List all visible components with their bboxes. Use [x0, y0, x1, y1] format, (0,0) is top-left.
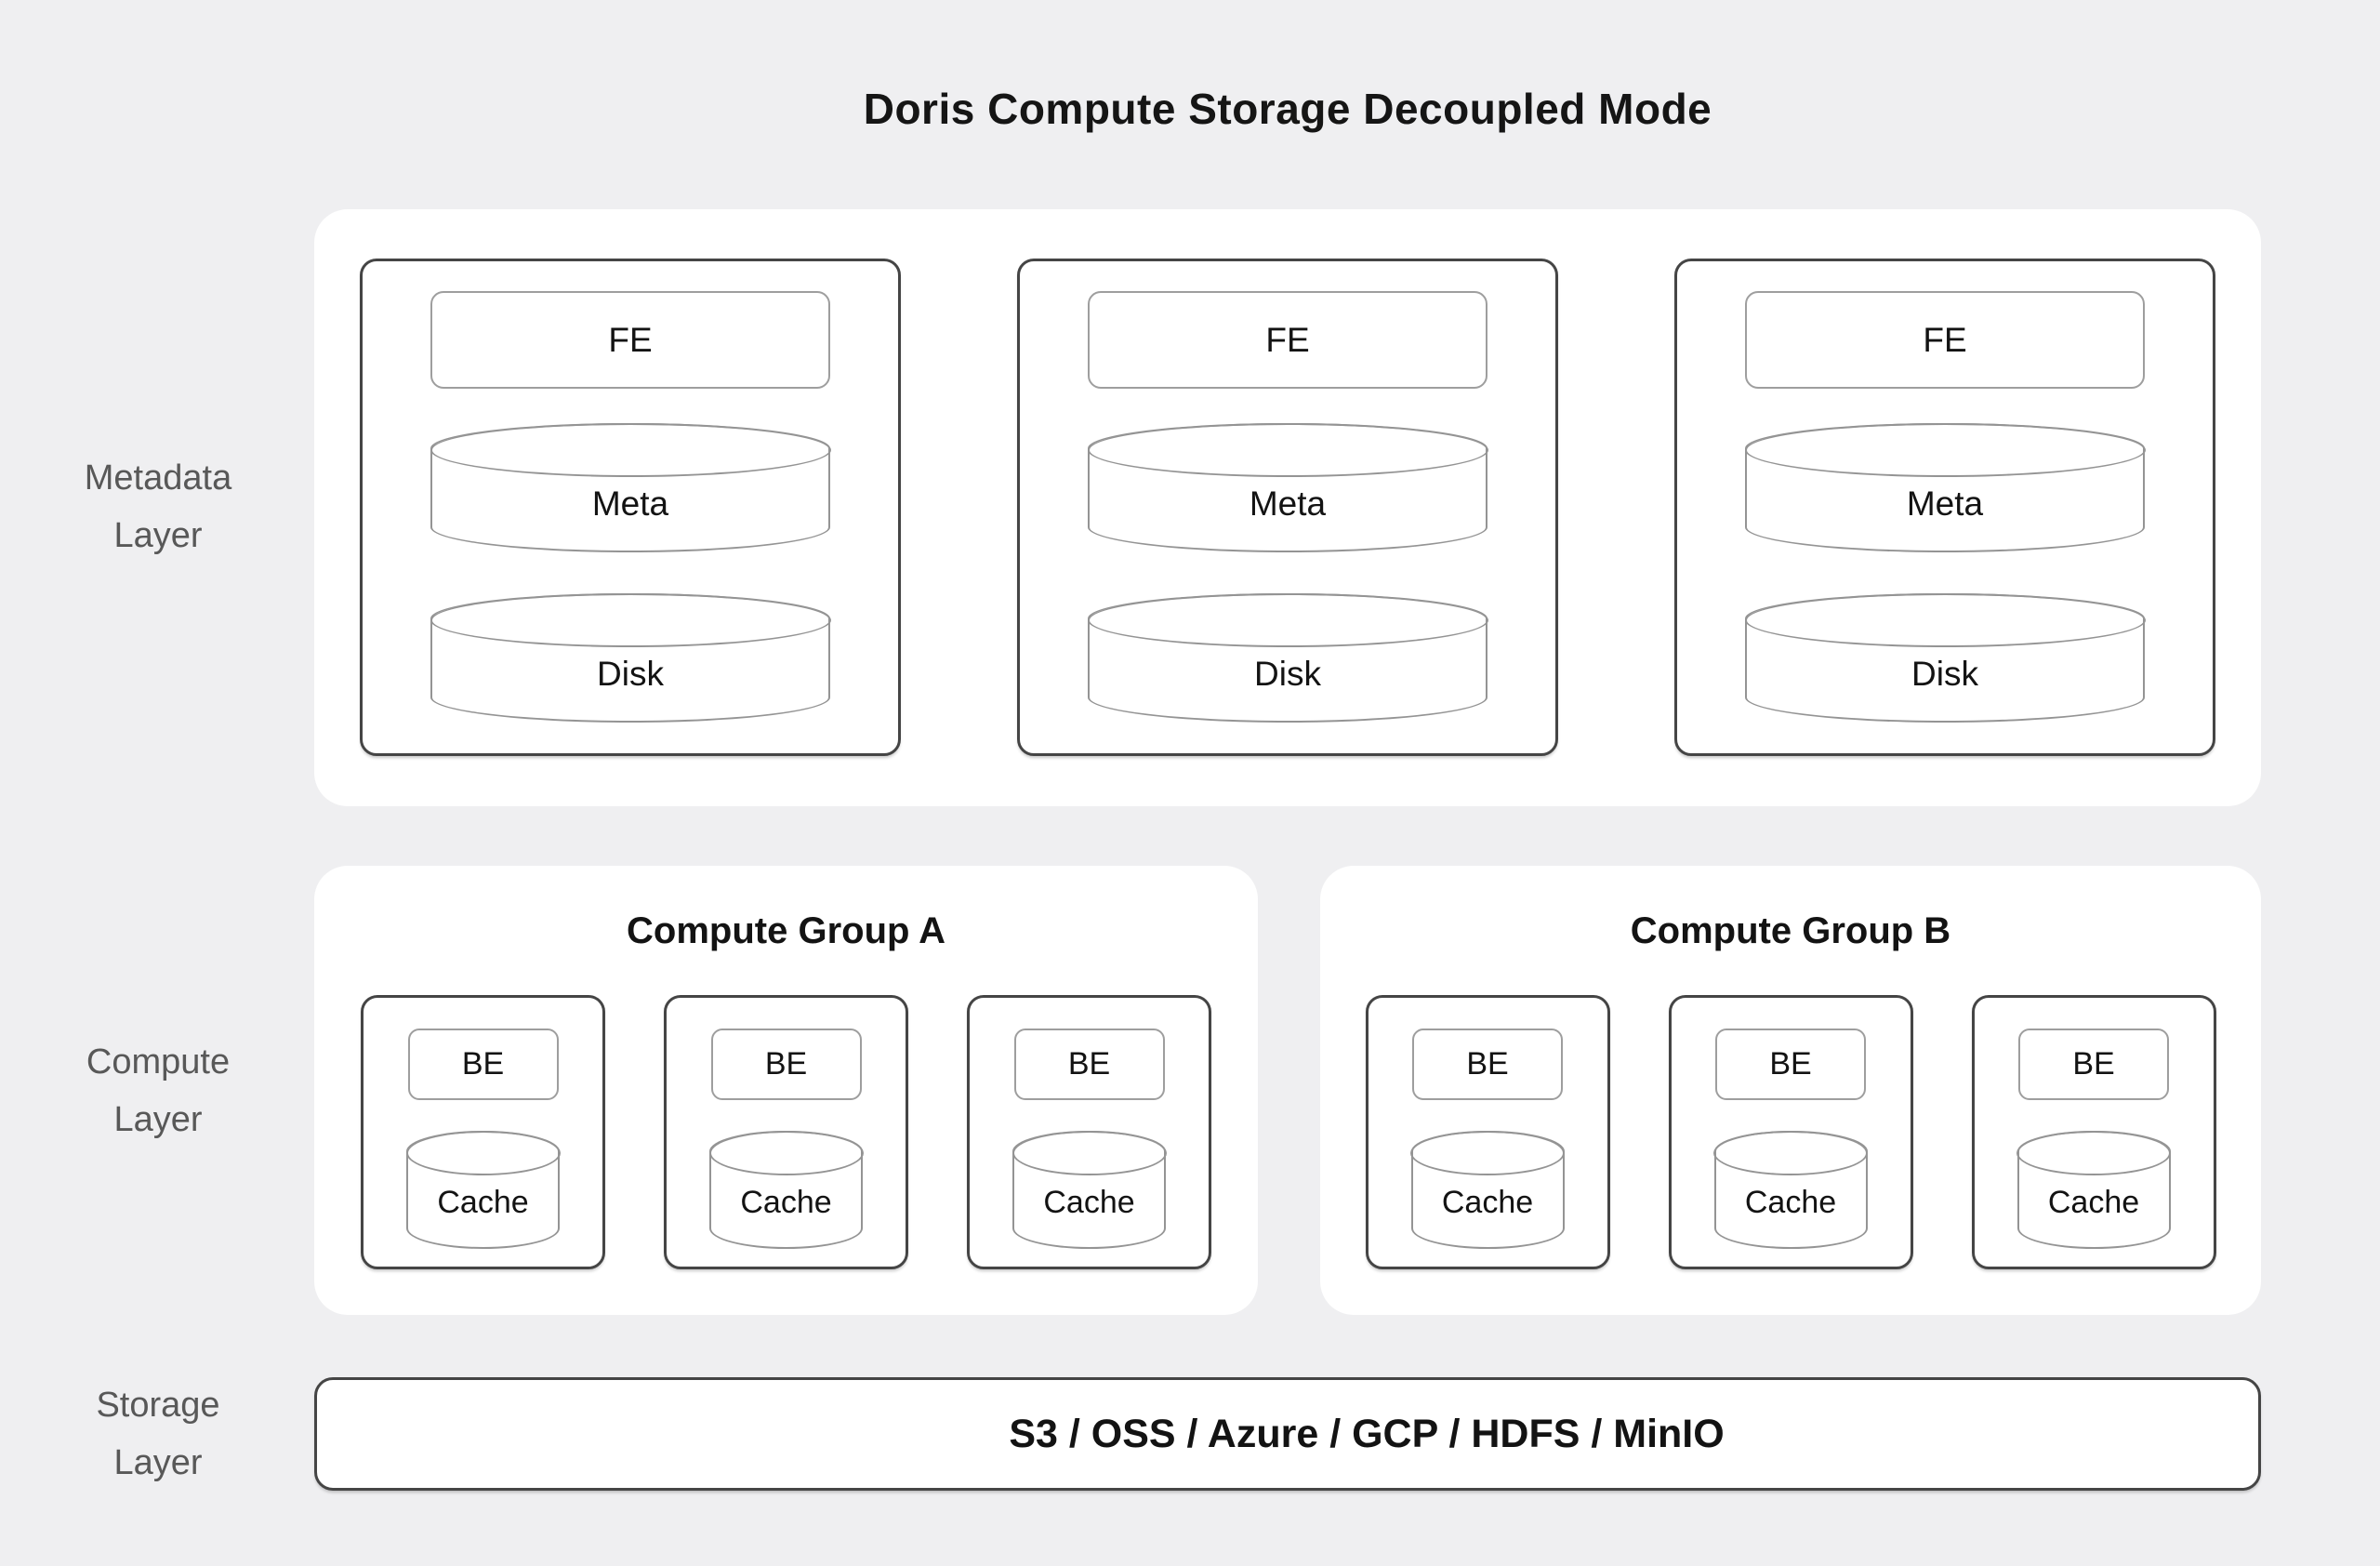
- be-box: BE: [1412, 1029, 1563, 1100]
- meta-label: Meta: [591, 484, 669, 523]
- disk-label: Disk: [1911, 654, 1978, 693]
- fe-box: FE: [1745, 291, 2145, 389]
- cache-label: Cache: [740, 1185, 832, 1220]
- disk-cylinder: Disk: [1744, 592, 2146, 723]
- disk-cylinder: Disk: [1087, 592, 1488, 723]
- compute-group-b-title: Compute Group B: [1630, 910, 1951, 951]
- meta-cylinder: Meta: [1087, 422, 1488, 552]
- compute-group-a-nodes: BE Cache BE Cache BE Cache: [314, 995, 1258, 1269]
- cache-cylinder: Cache: [1410, 1130, 1565, 1249]
- cache-cylinder: Cache: [405, 1130, 561, 1249]
- meta-cylinder: Meta: [1744, 422, 2146, 552]
- cache-cylinder: Cache: [708, 1130, 864, 1249]
- be-node-b1: BE Cache: [1365, 995, 1610, 1269]
- compute-layer-label-line2: Layer: [113, 1100, 203, 1139]
- cache-label: Cache: [1441, 1185, 1534, 1220]
- fe-label: FE: [608, 320, 653, 359]
- be-label: BE: [1769, 1046, 1812, 1082]
- cache-label: Cache: [1744, 1185, 1837, 1220]
- compute-layer-label: Compute Layer: [0, 1033, 316, 1148]
- be-box: BE: [1715, 1029, 1866, 1100]
- metadata-layer-card: FE Meta Disk FE Meta Disk FE: [314, 209, 2261, 806]
- meta-label: Meta: [1906, 484, 1984, 523]
- cache-label: Cache: [1043, 1185, 1135, 1220]
- meta-cylinder: Meta: [430, 422, 831, 552]
- be-node-a2: BE Cache: [664, 995, 908, 1269]
- cache-cylinder: Cache: [1012, 1130, 1167, 1249]
- cache-cylinder: Cache: [2016, 1130, 2171, 1249]
- be-label: BE: [1067, 1046, 1111, 1082]
- metadata-layer-label: Metadata Layer: [0, 449, 316, 564]
- be-label: BE: [1466, 1046, 1509, 1082]
- storage-backends-text: S3 / OSS / Azure / GCP / HDFS / MinIO: [1009, 1411, 1725, 1456]
- disk-cylinder: Disk: [430, 592, 831, 723]
- fe-box: FE: [430, 291, 830, 389]
- page-title: Doris Compute Storage Decoupled Mode: [863, 85, 1712, 133]
- be-box: BE: [2018, 1029, 2169, 1100]
- be-node-b3: BE Cache: [1971, 995, 2216, 1269]
- compute-group-a-title: Compute Group A: [627, 910, 945, 951]
- meta-label: Meta: [1249, 484, 1327, 523]
- compute-group-b-card: Compute Group B BE Cache BE Cache: [1320, 866, 2261, 1315]
- fe-label: FE: [1265, 320, 1310, 359]
- be-label: BE: [2072, 1046, 2115, 1082]
- disk-label: Disk: [597, 654, 664, 693]
- cache-cylinder: Cache: [1713, 1130, 1868, 1249]
- be-node-b2: BE Cache: [1668, 995, 1913, 1269]
- be-label: BE: [461, 1046, 505, 1082]
- be-box: BE: [1013, 1029, 1165, 1100]
- storage-layer-label-line2: Layer: [113, 1443, 203, 1482]
- fe-box: FE: [1088, 291, 1488, 389]
- storage-layer-box: S3 / OSS / Azure / GCP / HDFS / MinIO: [314, 1377, 2261, 1491]
- disk-label: Disk: [1254, 654, 1321, 693]
- metadata-layer-label-line1: Metadata: [84, 458, 232, 498]
- storage-layer-label-line1: Storage: [96, 1386, 220, 1425]
- be-node-a1: BE Cache: [361, 995, 605, 1269]
- metadata-layer-label-line2: Layer: [113, 516, 203, 555]
- compute-group-b-nodes: BE Cache BE Cache BE Cache: [1320, 995, 2261, 1269]
- fe-label: FE: [1923, 320, 1967, 359]
- be-node-a3: BE Cache: [967, 995, 1211, 1269]
- fe-node-1: FE Meta Disk: [360, 259, 901, 756]
- be-label: BE: [764, 1046, 808, 1082]
- cache-label: Cache: [2047, 1185, 2140, 1220]
- fe-node-2: FE Meta Disk: [1017, 259, 1558, 756]
- be-box: BE: [407, 1029, 559, 1100]
- compute-layer-label-line1: Compute: [86, 1042, 231, 1082]
- cache-label: Cache: [437, 1185, 529, 1220]
- be-box: BE: [710, 1029, 862, 1100]
- compute-group-a-card: Compute Group A BE Cache BE Cache: [314, 866, 1258, 1315]
- storage-layer-label: Storage Layer: [0, 1376, 316, 1492]
- fe-node-3: FE Meta Disk: [1674, 259, 2215, 756]
